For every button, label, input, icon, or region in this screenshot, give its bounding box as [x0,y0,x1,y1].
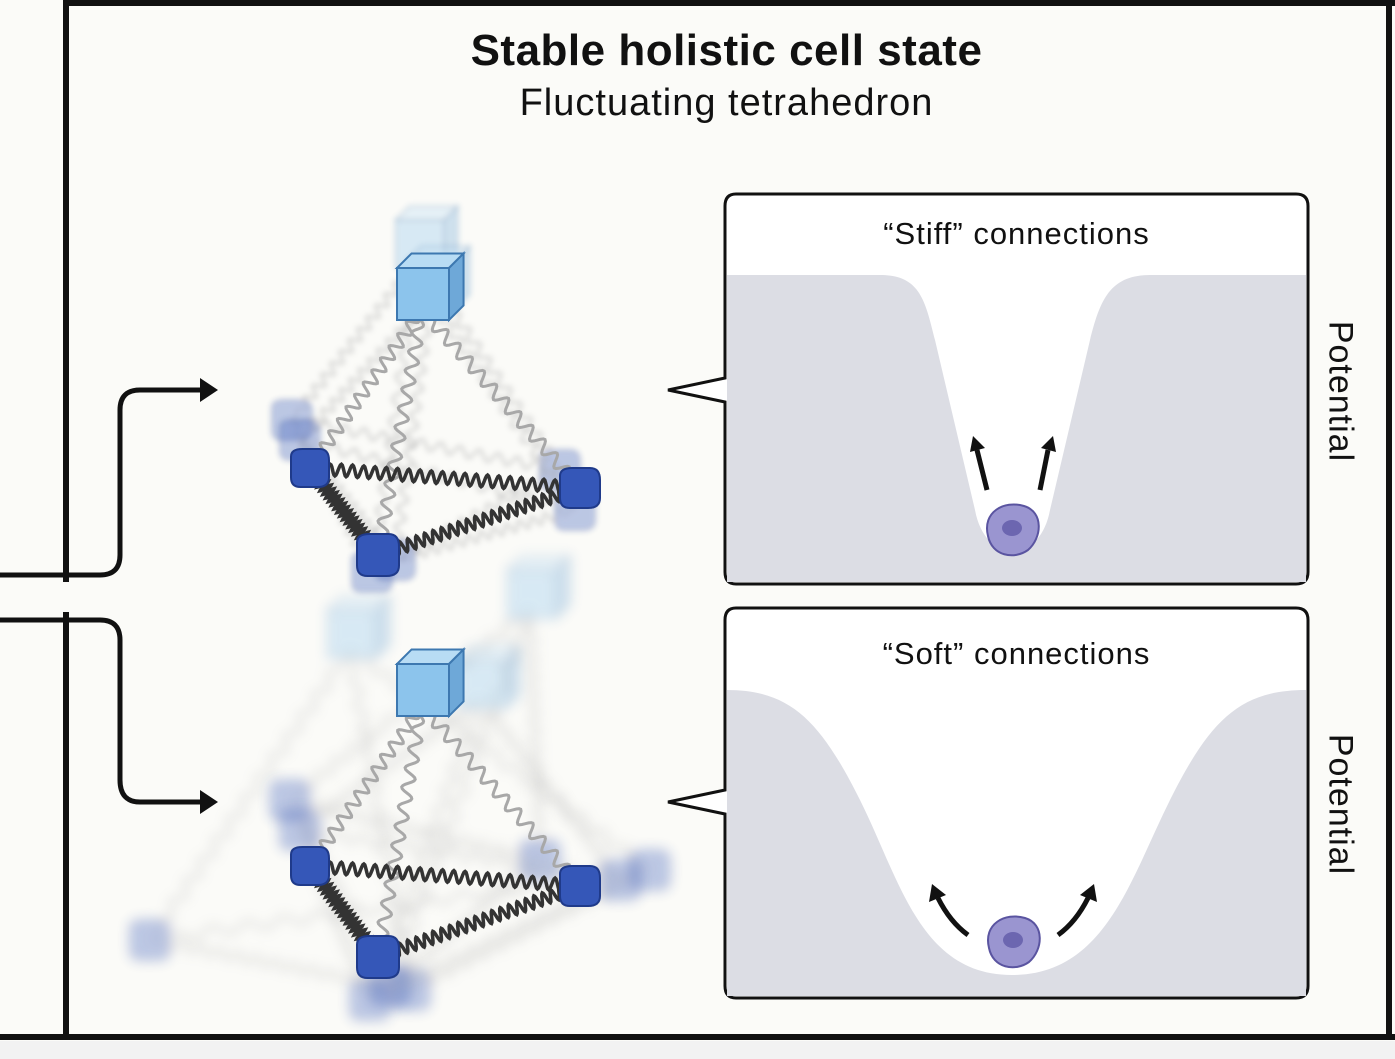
stiff-arrow-right [1037,449,1051,491]
stiff-potential-panel [667,192,1310,586]
spring-light [308,308,424,470]
soft-tetrahedron [129,554,671,1021]
bottom-node [356,935,400,979]
left-node [290,448,330,488]
right-node [559,467,601,509]
stiff-arrowhead-right [1041,436,1056,452]
stiff-arrow-left [974,449,990,491]
top-cube [396,663,450,717]
spring-light [374,309,426,556]
stiff-arrowhead-left [970,436,985,452]
figure-subtitle: Fluctuating tetrahedron [519,82,934,124]
soft-cell-nucleus [1003,932,1023,948]
figure-title: Stable holistic cell state [470,26,983,75]
soft-arrowhead-right [1080,884,1097,902]
soft-arrowhead-left [929,884,946,902]
stiff-cell-nucleus [1002,520,1022,536]
stiff-panel-label: “Stiff” connections [883,216,1150,251]
stiff-axis-label: Potential [1321,320,1360,463]
soft-arrow-right [1056,896,1091,938]
left-node [290,846,330,886]
spring-light [374,705,426,958]
right-node [559,865,601,907]
soft-arrow-left [935,896,970,938]
soft-potential-well [727,690,1306,996]
spring-light [308,704,424,868]
spring-dark [309,461,581,495]
top-cube [396,267,450,321]
fluctuation-arrows [929,436,1097,938]
spring-light [420,705,582,887]
bottom-node [356,533,400,577]
stiff-potential-well [727,275,1306,582]
spring-dark [377,884,581,959]
tetra-ghost [269,554,572,1006]
branch-arrows [0,378,218,814]
spring-dark [309,859,581,893]
spring-dark [377,485,581,558]
soft-potential-panel [667,606,1310,1000]
stiff-tetrahedron [271,204,601,593]
soft-axis-label: Potential [1321,733,1360,876]
spring-light [420,309,582,489]
soft-panel-label: “Soft” connections [882,636,1151,671]
